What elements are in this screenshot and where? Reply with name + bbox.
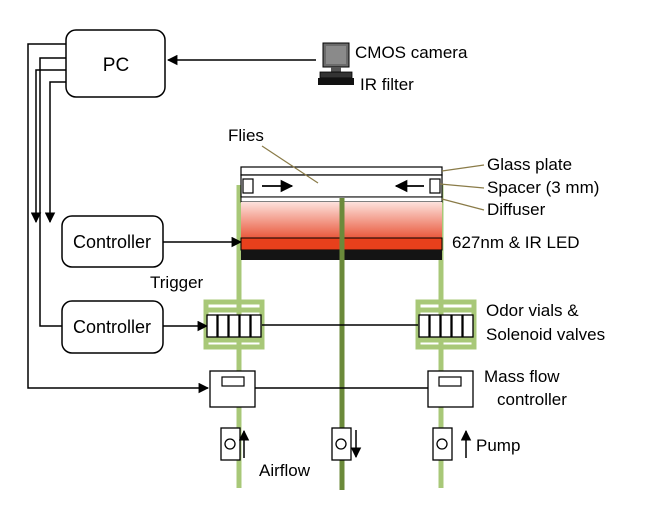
pump-label: Pump bbox=[476, 436, 520, 455]
diffuser-label: Diffuser bbox=[487, 200, 546, 219]
mfc-left bbox=[209, 370, 256, 408]
spacer-label: Spacer (3 mm) bbox=[487, 178, 599, 197]
odor-label-line1: Odor vials & bbox=[486, 301, 579, 320]
mfc-label-line1: Mass flow bbox=[484, 367, 560, 386]
pc-box bbox=[65, 29, 166, 98]
pc-signal-lines bbox=[27, 43, 428, 394]
trigger-label: Trigger bbox=[150, 273, 204, 292]
odor-vials-left bbox=[206, 314, 262, 338]
ir-filter-label: IR filter bbox=[360, 75, 414, 94]
spacer-block-right bbox=[429, 178, 441, 194]
controller-label-upper: Controller bbox=[73, 232, 151, 252]
diffuser-leader bbox=[441, 198, 485, 211]
spacer-block-left bbox=[242, 178, 254, 194]
led-label: 627nm & IR LED bbox=[452, 233, 580, 252]
pc-label: PC bbox=[103, 55, 129, 76]
camera-icon bbox=[318, 42, 354, 85]
controller-label-lower: Controller bbox=[73, 317, 151, 337]
pump-right bbox=[432, 427, 472, 461]
spacer-leader bbox=[439, 183, 485, 189]
camera-label: CMOS camera bbox=[355, 43, 468, 62]
glass-plate-leader bbox=[441, 164, 485, 172]
odor-label-line2: Solenoid valves bbox=[486, 325, 605, 344]
airflow-label: Airflow bbox=[259, 461, 311, 480]
controller-box-upper bbox=[61, 215, 164, 268]
flies-label: Flies bbox=[228, 126, 264, 145]
glass-plate-label: Glass plate bbox=[487, 155, 572, 174]
flies-leader bbox=[261, 145, 319, 184]
pump-left bbox=[220, 427, 250, 461]
pump-center bbox=[331, 427, 362, 461]
mfc-right bbox=[427, 370, 474, 408]
glass-plate bbox=[240, 166, 443, 176]
mfc-label-line2: controller bbox=[497, 390, 567, 409]
controller-box-lower bbox=[61, 300, 164, 354]
odor-vials-right bbox=[418, 314, 474, 338]
